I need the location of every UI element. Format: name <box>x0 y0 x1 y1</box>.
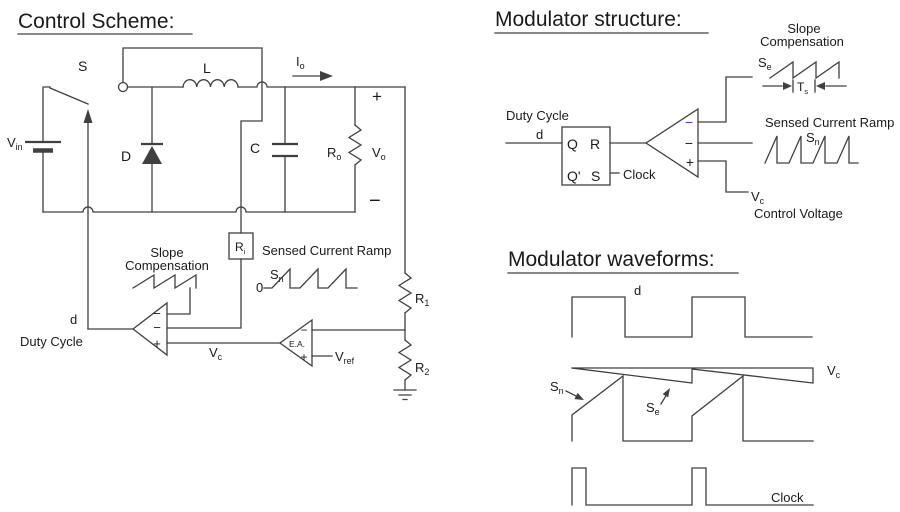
ms-duty-cycle-label: Duty Cycle <box>506 108 569 123</box>
sensed-ramp-waveform <box>263 267 358 289</box>
pwm-minus-top: − <box>153 306 161 321</box>
vref-label: Vref <box>335 349 355 366</box>
control-scheme-section: Control Scheme: Vin S L D C Io <box>7 10 429 401</box>
slope-comp-sawtooth <box>132 273 197 290</box>
sn-pointer-head <box>574 392 584 400</box>
ms-sn-label: Sn <box>806 130 820 147</box>
latch-qbar-label: Q' <box>567 168 581 184</box>
se-label: Se <box>758 55 772 72</box>
wf-clock-label: Clock <box>771 490 804 505</box>
ts-ticks <box>792 79 816 93</box>
modulator-waveforms-section: Modulator waveforms: d Vc Sn Se Clock <box>507 248 841 506</box>
slope-label-2: Compensation <box>125 258 209 273</box>
vc-label: Vc <box>209 345 223 362</box>
r1-label: R1 <box>415 291 429 308</box>
capacitor-label: C <box>250 140 260 156</box>
ms-slope-label-1: Slope <box>787 21 820 36</box>
control-scheme-title: Control Scheme: <box>18 10 174 33</box>
ground-symbol <box>393 389 417 401</box>
ri-label: Ri <box>235 240 246 256</box>
wf-se-label: Se <box>646 400 660 417</box>
ro-resistor <box>347 124 363 166</box>
battery-top-wire <box>42 86 51 143</box>
latch-s-label: S <box>591 168 600 184</box>
ms-d-label: d <box>536 127 543 142</box>
vc-input-wire <box>697 160 749 193</box>
ro-label: Ro <box>327 145 341 162</box>
vo-plus: + <box>372 87 382 106</box>
modulator-waveforms-title: Modulator waveforms: <box>508 248 715 271</box>
inductor-coil <box>182 79 239 88</box>
slope-label-1: Slope <box>150 245 183 260</box>
slope-comp-feed-wire <box>166 287 191 315</box>
ms-minus-top: − <box>685 114 693 130</box>
ms-vc-label: Vc <box>751 189 765 206</box>
pwm-plus: + <box>153 336 161 351</box>
latch-r-label: R <box>590 136 600 152</box>
io-arrow-head <box>320 71 333 81</box>
se-pointer-head <box>662 388 670 398</box>
wf-sn-label: Sn <box>550 379 564 396</box>
vc-waveform <box>571 367 814 384</box>
ea-plus: + <box>300 350 307 364</box>
ms-slope-label-2: Compensation <box>760 34 844 49</box>
sr-latch-box <box>561 126 611 186</box>
ms-sensed-ramp-label: Sensed Current Ramp <box>765 115 894 130</box>
clock-waveform <box>571 467 814 506</box>
ms-plus: + <box>686 154 694 170</box>
r2-label: R2 <box>415 360 429 377</box>
switch-lever <box>49 87 89 105</box>
wf-vc-label: Vc <box>827 363 841 380</box>
current-sense-wire <box>122 47 263 234</box>
latch-q-label: Q <box>567 136 578 152</box>
ea-label: E.A. <box>289 339 305 349</box>
duty-drive-arrow-head <box>83 109 93 123</box>
pwm-minus-mid: − <box>153 320 161 335</box>
ts-arrow-head-right <box>783 82 792 90</box>
r1-resistor <box>397 272 413 314</box>
sn-label: Sn <box>270 267 284 284</box>
diode-label: D <box>121 148 131 164</box>
se-sawtooth-waveform <box>769 60 840 80</box>
bottom-rail <box>42 206 356 213</box>
duty-cycle-label: Duty Cycle <box>20 334 83 349</box>
d-label: d <box>70 312 77 327</box>
r2-resistor <box>397 339 413 381</box>
sn-waveform <box>571 374 814 442</box>
vo-minus: − <box>369 190 381 212</box>
sensed-ramp-label: Sensed Current Ramp <box>262 243 391 258</box>
ri-to-comparator-wire <box>166 258 242 329</box>
ms-minus-mid: − <box>685 135 693 151</box>
vo-label: Vo <box>372 145 386 162</box>
error-amplifier <box>278 318 313 368</box>
switch-contact <box>117 81 129 93</box>
ts-label: Ts <box>797 80 808 96</box>
wf-d-label: d <box>634 283 641 298</box>
d-waveform <box>571 296 813 338</box>
ts-arrow-head-left <box>816 82 825 90</box>
ms-sn-waveform <box>764 135 859 164</box>
diode-triangle <box>142 146 162 164</box>
ms-clock-label: Clock <box>623 167 656 182</box>
io-label: Io <box>296 54 305 71</box>
switch-label: S <box>78 58 87 74</box>
ea-minus: − <box>300 323 307 337</box>
zero-label: 0 <box>256 280 263 295</box>
se-input-wire <box>697 76 753 123</box>
inductor-label: L <box>203 60 211 76</box>
control-voltage-label: Control Voltage <box>754 206 843 221</box>
modulator-structure-section: Modulator structure: Duty Cycle d Q R Q'… <box>494 8 894 221</box>
pwm-comparator <box>131 301 168 357</box>
vin-label: Vin <box>7 135 23 152</box>
modulator-structure-title: Modulator structure: <box>495 8 682 31</box>
